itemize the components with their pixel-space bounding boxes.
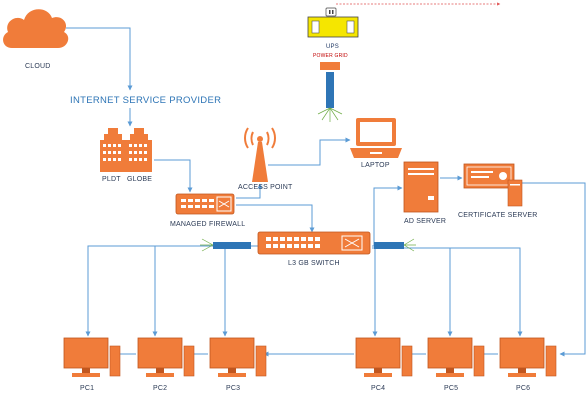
- laptop-label: LAPTOP: [361, 162, 390, 169]
- server-icon: [403, 161, 439, 213]
- link-cloud-isp: [66, 27, 133, 91]
- link-cert-pc6: [520, 182, 586, 357]
- link-switch-ad: [372, 185, 403, 247]
- isp-label: INTERNET SERVICE PROVIDER: [70, 95, 222, 106]
- pc-icon: [355, 337, 413, 377]
- ad-server-label: AD SERVER: [404, 218, 447, 225]
- laptop-icon: [350, 118, 402, 158]
- power-grid-label: POWER GRID: [313, 53, 348, 59]
- ups-label: UPS: [326, 44, 339, 50]
- globe-label: GLOBE: [127, 176, 153, 183]
- pc-icon: [63, 337, 121, 377]
- ups-icon: [307, 2, 501, 122]
- building-icon: [126, 128, 152, 172]
- building-icon: [100, 128, 126, 172]
- pc2-label: PC2: [153, 385, 168, 392]
- access-point-label: ACCESS POINT: [238, 184, 293, 191]
- link-firewall-switch: [236, 204, 315, 233]
- pc1-label: PC1: [80, 385, 95, 392]
- pc-icon: [499, 337, 557, 377]
- pc-icon: [137, 337, 195, 377]
- pc-icon: [209, 337, 267, 377]
- cloud-icon: [3, 9, 69, 48]
- router-icon: [175, 193, 235, 215]
- access-point-icon: [244, 127, 276, 182]
- link-firewall-ap: [236, 183, 263, 199]
- pc5-label: PC5: [444, 385, 459, 392]
- pc3-label: PC3: [226, 385, 241, 392]
- pc6-label: PC6: [516, 385, 531, 392]
- link-switch-right-bus: [372, 247, 523, 337]
- link-buildings-firewall: [154, 159, 193, 193]
- link-switch-left-bus: [85, 245, 258, 337]
- firewall-label: MANAGED FIREWALL: [170, 221, 246, 228]
- cert-server-label: CERTIFICATE SERVER: [458, 212, 538, 219]
- server-icon: [507, 179, 523, 207]
- link-ap-laptop: [268, 137, 351, 166]
- connections: [66, 27, 586, 357]
- cloud-label: CLOUD: [25, 63, 51, 70]
- pc-icon: [427, 337, 485, 377]
- switch-label: L3 GB SWITCH: [288, 260, 340, 267]
- pc4-label: PC4: [371, 385, 386, 392]
- certificate-icon: [463, 163, 515, 189]
- switch-icon: [200, 231, 416, 255]
- pldt-label: PLDT: [102, 176, 121, 183]
